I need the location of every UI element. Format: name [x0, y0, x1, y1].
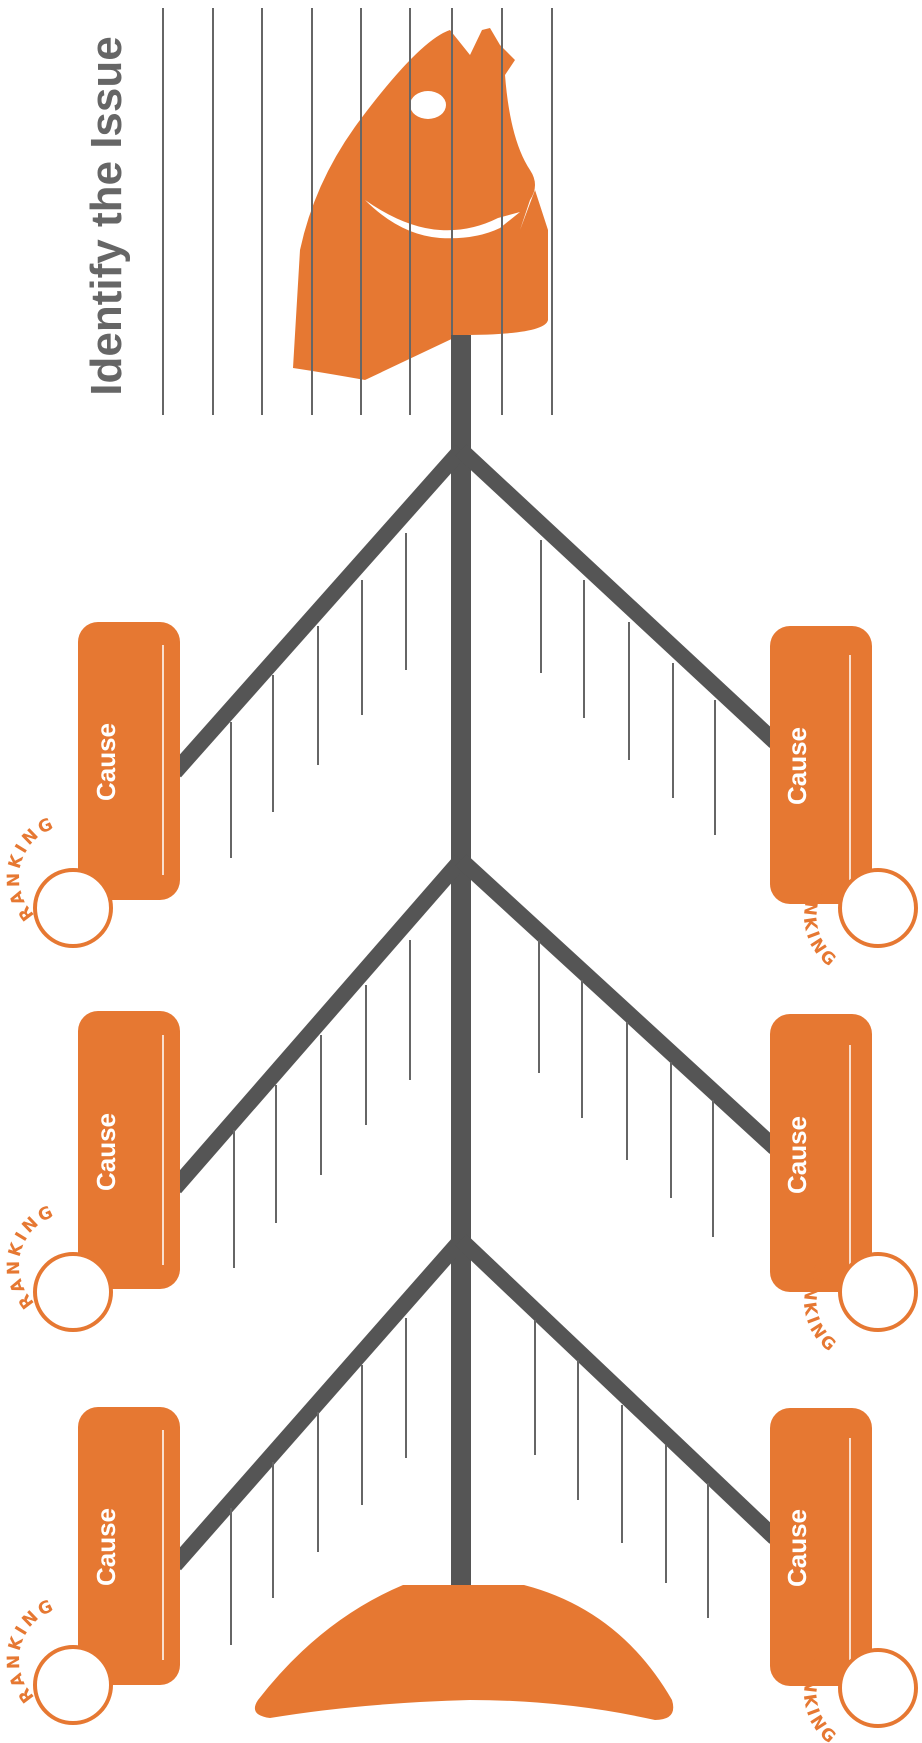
issue-writing-lines [162, 8, 553, 415]
cause-label: Cause [91, 1113, 121, 1191]
cause-label: Cause [782, 727, 812, 805]
cause-box: Cause RANKING [770, 1014, 918, 1357]
cause-label: Cause [91, 723, 121, 801]
cause-label: Cause [782, 1116, 812, 1194]
cause-box: Cause RANKING [4, 1407, 180, 1725]
rib-lines [230, 533, 716, 1645]
ranking-circle[interactable] [838, 1252, 918, 1332]
ranking-circle[interactable] [838, 1648, 918, 1728]
cause-box: Cause RANKING [4, 1011, 180, 1332]
fish-bones [168, 444, 781, 1571]
ranking-circle[interactable] [33, 1252, 113, 1332]
fish-tail-icon [254, 1585, 674, 1720]
fish-head-icon [293, 28, 548, 380]
ranking-circle[interactable] [33, 868, 113, 948]
cause-label: Cause [91, 1508, 121, 1586]
cause-box: Cause RANKING [770, 626, 918, 972]
ranking-circle[interactable] [838, 868, 918, 948]
ranking-circle[interactable] [33, 1645, 113, 1725]
cause-box: Cause RANKING [770, 1408, 918, 1743]
cause-box: Cause RANKING [4, 622, 180, 948]
cause-label: Cause [782, 1509, 812, 1587]
page-title: Identify the Issue [82, 36, 131, 395]
